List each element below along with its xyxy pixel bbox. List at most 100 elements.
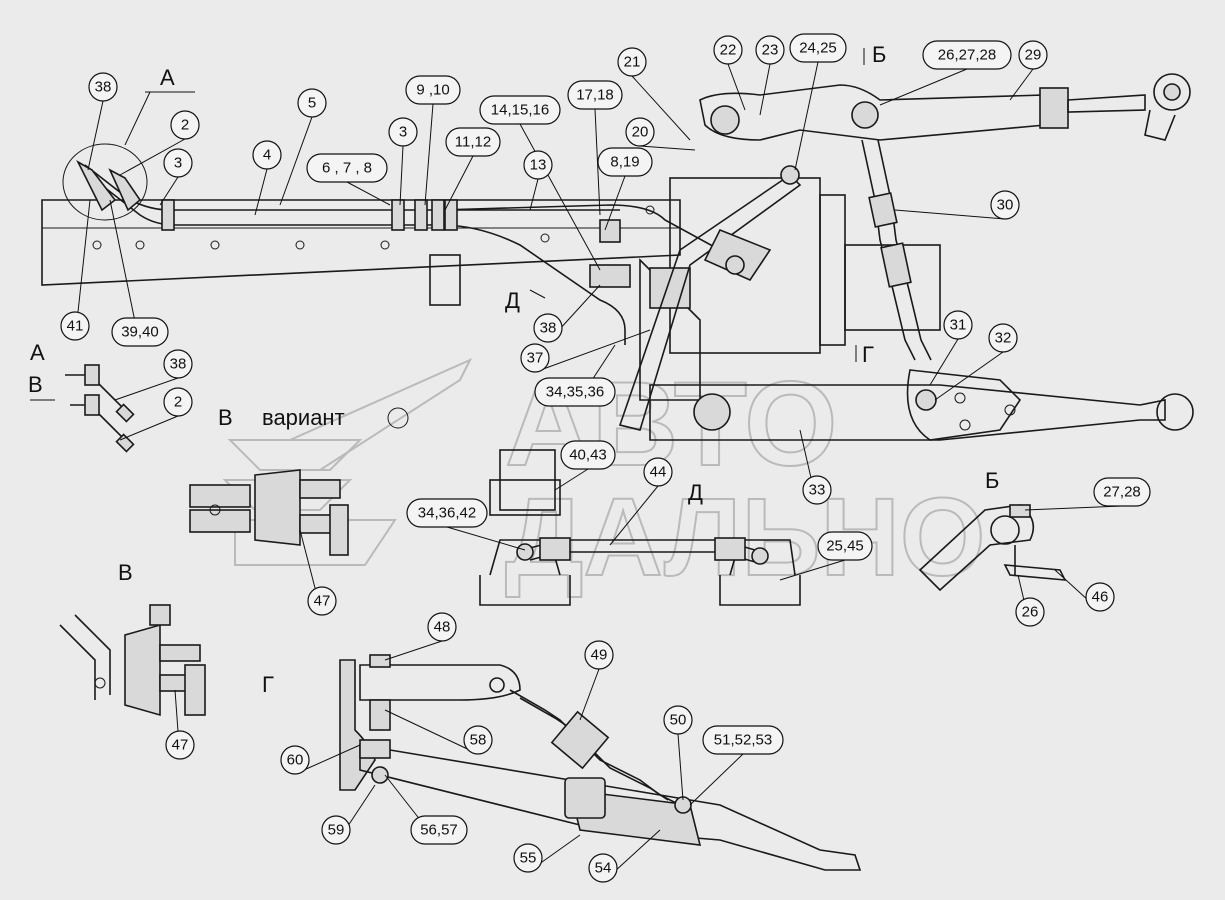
callout-leader bbox=[534, 329, 651, 373]
callout-label: 4 bbox=[263, 147, 271, 164]
callout-bubble bbox=[463, 725, 493, 755]
callout-leader bbox=[119, 138, 186, 176]
callout-leader bbox=[759, 63, 771, 116]
callout-label: 11,12 bbox=[455, 134, 491, 151]
callout-bubble bbox=[60, 311, 90, 341]
callout-label: 27,28 bbox=[1103, 484, 1141, 501]
callout-label: 31 bbox=[950, 317, 967, 334]
variant-word: вариант bbox=[262, 405, 345, 430]
view-label-b-detail: Б bbox=[985, 468, 999, 493]
callout-bubble bbox=[789, 33, 847, 63]
callout-label: 50 bbox=[670, 712, 687, 729]
callout-bubble bbox=[88, 72, 118, 102]
callout-bubble bbox=[713, 35, 743, 65]
callout-label: 6 , 7 , 8 bbox=[322, 160, 372, 177]
hydraulic-pipes bbox=[84, 164, 721, 345]
callout-label: 58 bbox=[470, 732, 487, 749]
callout-leader bbox=[346, 181, 391, 206]
callout-leader bbox=[519, 123, 601, 271]
callout-leader bbox=[1024, 505, 1123, 511]
callout-leader bbox=[879, 68, 968, 106]
lower-long-arm bbox=[649, 369, 1194, 441]
callout-bubble bbox=[307, 586, 337, 616]
view-label-a-main: А bbox=[160, 65, 175, 90]
callout-bubble bbox=[170, 110, 200, 140]
callout-label: 49 bbox=[591, 647, 608, 664]
detail-v-variant bbox=[189, 407, 409, 556]
callout-leader bbox=[384, 709, 479, 755]
callout-label: 17,18 bbox=[576, 87, 614, 104]
callout-bubble bbox=[584, 640, 614, 670]
callout-leader bbox=[1009, 68, 1034, 101]
callout-label: 32 bbox=[995, 330, 1012, 347]
callout-leader bbox=[579, 668, 600, 721]
callout-label: 38 bbox=[95, 79, 112, 96]
callout-label: 40,43 bbox=[569, 447, 607, 464]
detail-b bbox=[918, 504, 1067, 592]
callout-label: 41 bbox=[67, 318, 84, 335]
callout-bubble bbox=[663, 705, 693, 735]
callout-leader bbox=[424, 103, 434, 206]
callout-leader bbox=[554, 468, 589, 491]
callout-bubble bbox=[406, 498, 488, 528]
view-label-v-left: В bbox=[28, 372, 43, 397]
callout-bubble bbox=[990, 190, 1020, 220]
callout-bubble bbox=[163, 349, 193, 379]
callout-leader bbox=[114, 377, 179, 401]
callout-bubble bbox=[388, 117, 418, 147]
callout-leader bbox=[929, 338, 959, 386]
detail-v bbox=[59, 604, 206, 717]
view-label-a-left: А bbox=[30, 340, 45, 365]
callout-leader bbox=[384, 640, 443, 661]
callout-bubble bbox=[534, 377, 616, 407]
callout-label: 55 bbox=[520, 850, 537, 867]
callout-label: 33 bbox=[809, 482, 826, 499]
callout-bubble bbox=[252, 140, 282, 170]
callout-bubble bbox=[988, 323, 1018, 353]
callout-label: 24,25 bbox=[799, 40, 837, 57]
callout-leader bbox=[87, 100, 104, 171]
callout-leader bbox=[399, 145, 404, 206]
callout-label: 13 bbox=[530, 157, 547, 174]
callout-bubble bbox=[306, 153, 388, 183]
callout-bubble bbox=[163, 387, 193, 417]
view-label-d-detail: Д bbox=[688, 480, 703, 505]
callout-bubble bbox=[588, 853, 618, 883]
callout-bubble bbox=[405, 75, 461, 105]
view-label-v-variant: В bbox=[218, 405, 233, 430]
frame-rail bbox=[41, 199, 681, 306]
callout-bubble bbox=[1015, 597, 1045, 627]
callout-label: 60 bbox=[287, 752, 304, 769]
callout-label: 46 bbox=[1092, 589, 1109, 606]
callout-label: 22 bbox=[720, 42, 737, 59]
callout-bubble bbox=[943, 310, 973, 340]
callout-label: 25,45 bbox=[826, 538, 864, 555]
callout-bubble bbox=[617, 47, 647, 77]
callout-bubble bbox=[321, 815, 351, 845]
callout-label: 37 bbox=[527, 350, 544, 367]
callout-bubble bbox=[922, 40, 1012, 70]
callout-leader bbox=[609, 485, 659, 546]
callout-leader bbox=[604, 175, 626, 231]
callout-leader bbox=[119, 415, 179, 441]
callout-label: 39,40 bbox=[121, 324, 159, 341]
callout-bubble bbox=[479, 95, 561, 125]
callout-bubble bbox=[111, 317, 169, 347]
callout-bubble bbox=[165, 730, 195, 760]
callout-label: 51,52,53 bbox=[714, 732, 772, 749]
callout-bubble bbox=[1018, 40, 1048, 70]
callout-label: 44 bbox=[650, 464, 667, 481]
callout-bubble bbox=[163, 148, 193, 178]
callout-label: 2 bbox=[181, 117, 189, 134]
callout-bubble bbox=[567, 80, 623, 110]
callout-label: 38 bbox=[170, 356, 187, 373]
callout-bubble bbox=[755, 35, 785, 65]
callout-bubble bbox=[643, 457, 673, 487]
callout-leader bbox=[677, 733, 684, 801]
callout-label: 29 bbox=[1025, 47, 1042, 64]
callout-label: 9 ,10 bbox=[416, 82, 449, 99]
callout-bubble bbox=[427, 612, 457, 642]
callout-bubble bbox=[817, 531, 873, 561]
